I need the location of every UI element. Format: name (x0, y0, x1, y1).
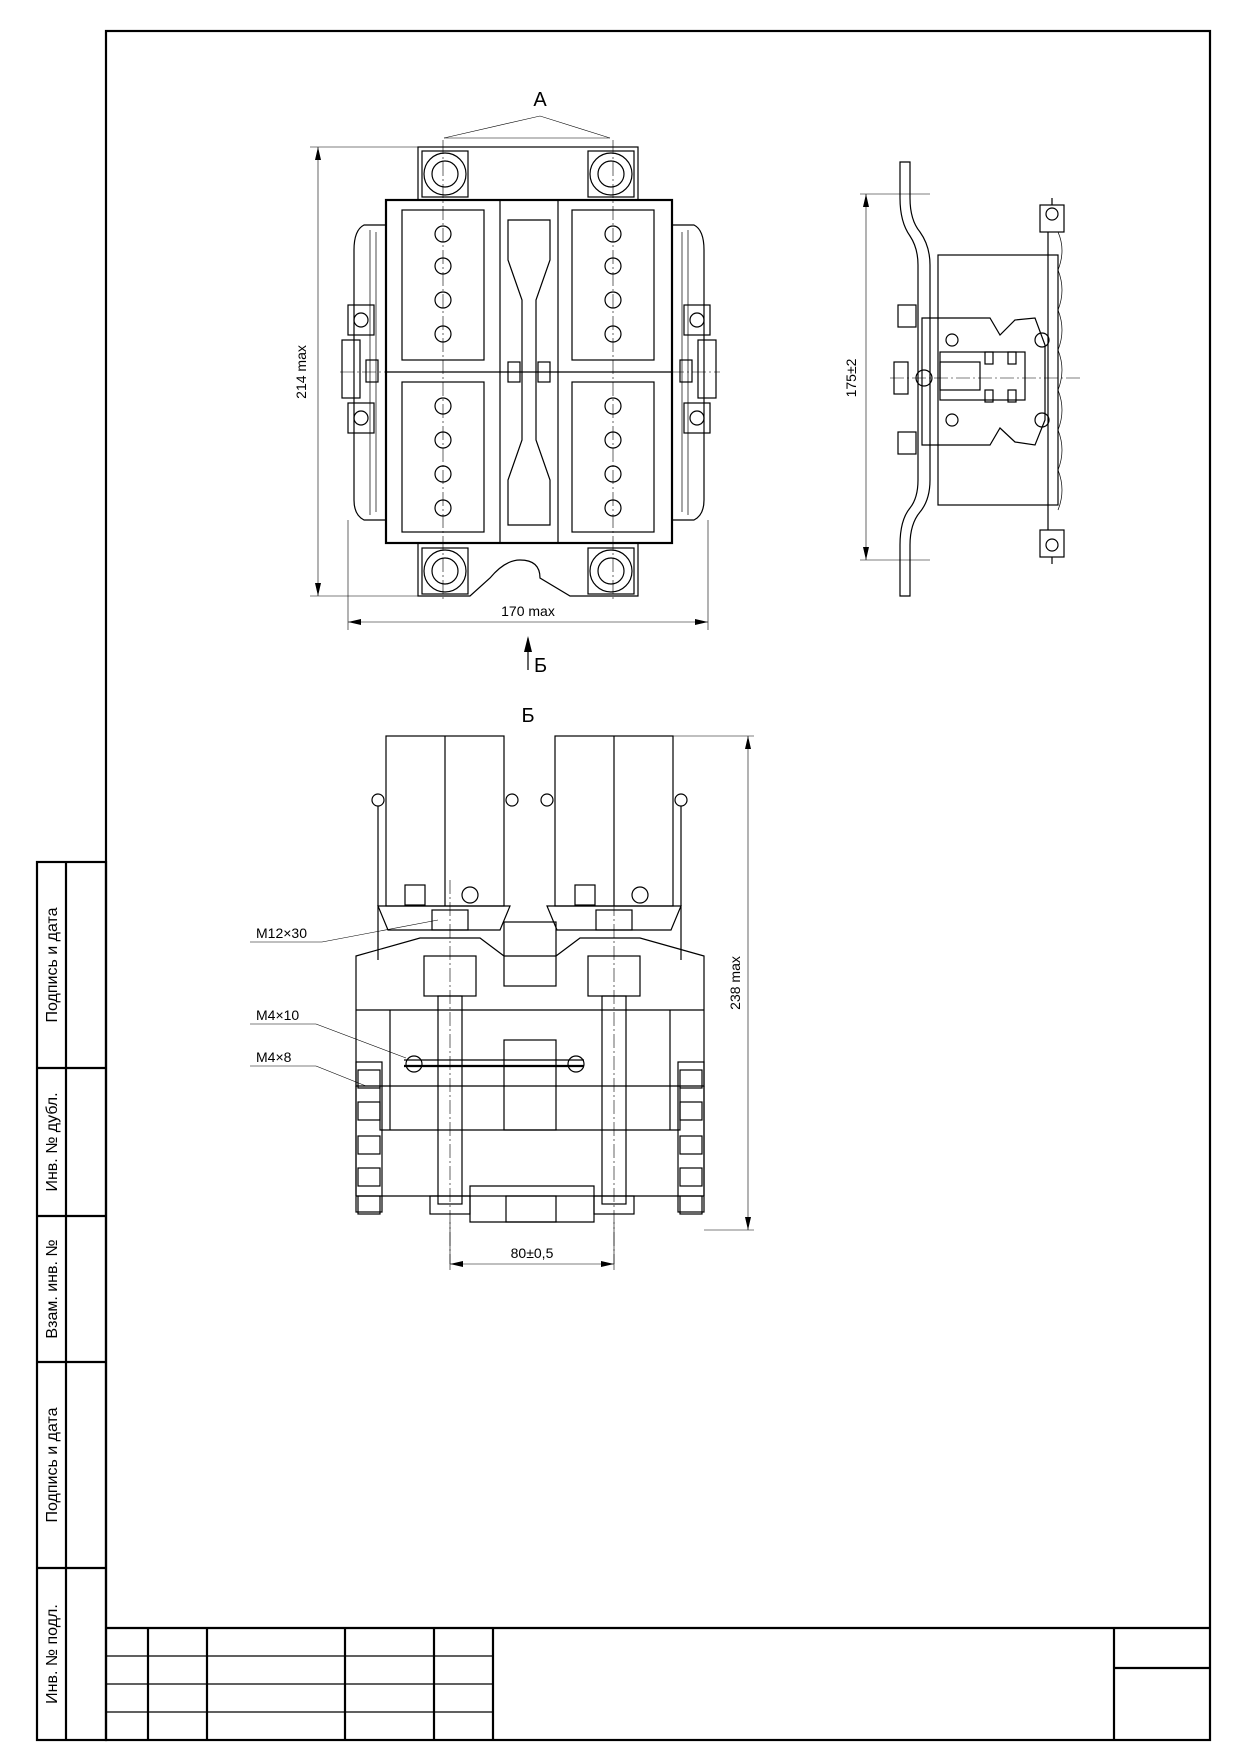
view-a-label: А (533, 89, 547, 111)
callout-bolt-m12: M12×30 (256, 925, 307, 941)
top-left-nut (421, 150, 469, 198)
view-b-title: Б (521, 705, 534, 727)
stamp-label-vzam-inv: Взам. инв. № (44, 1239, 61, 1338)
left-terminal-stack (355, 1061, 383, 1215)
dim-width-top: 170 max (501, 603, 555, 619)
stamp-label-podpis-2: Подпись и дата (44, 907, 61, 1022)
dim-spacing-bottom: 80±0,5 (511, 1245, 554, 1261)
callout-screw-m4x10: M4×10 (256, 1007, 299, 1023)
bottom-left-nut (421, 547, 469, 595)
left-clamps (341, 304, 379, 434)
side-view: 175±2 (843, 161, 1080, 597)
bottom-right-nut (587, 547, 635, 595)
callout-screw-m4x8: M4×8 (256, 1049, 292, 1065)
right-clamps (679, 304, 717, 434)
stamp-label-inv-dubl: Инв. № дубл. (44, 1092, 61, 1191)
dim-height-top: 214 max (293, 345, 309, 399)
stamp-label-podpis-1: Подпись и дата (44, 1407, 61, 1522)
right-terminal-stack (677, 1061, 705, 1215)
dim-side-height: 175±2 (843, 358, 859, 397)
side-stamp: Инв. № подл. Подпись и дата Взам. инв. №… (44, 907, 61, 1703)
view-b: Б (250, 705, 754, 1270)
stamp-label-inv-podl: Инв. № подл. (44, 1604, 61, 1704)
top-view: А (293, 89, 720, 677)
dim-height-bottom: 238 max (727, 956, 743, 1010)
title-block (106, 1626, 1210, 1740)
view-b-arrow-label: Б (534, 655, 547, 677)
drawing-frame (35, 29, 1212, 1742)
top-right-nut (587, 150, 635, 198)
